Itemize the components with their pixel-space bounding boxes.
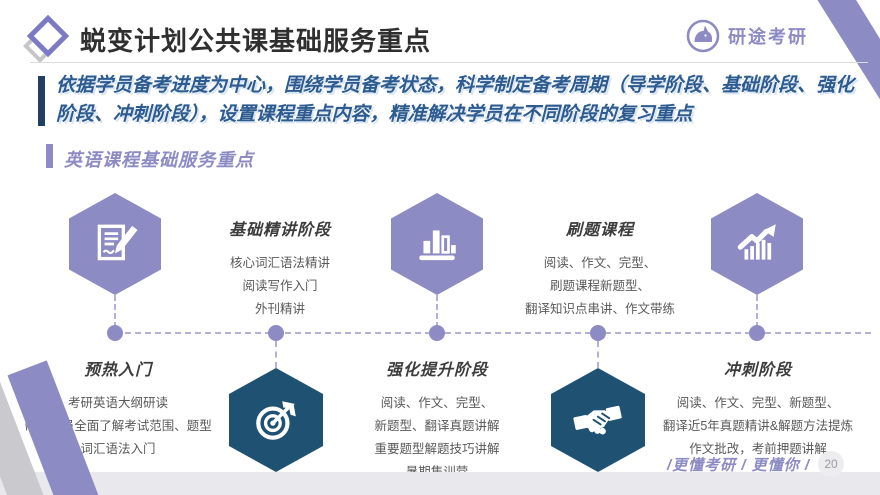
timeline-dot-4 [590, 325, 606, 341]
stage3-title: 强化提升阶段 [385, 362, 488, 379]
stage4-hexagon [551, 368, 645, 472]
stage4-line: 翻译知识点串讲、作文带练 [524, 302, 675, 316]
intro-accent-bar [38, 76, 45, 126]
stage4-title: 刷题课程 [565, 222, 634, 239]
document-pen-icon [97, 224, 138, 261]
stage3-line: 重要题型解题技巧讲解 [374, 442, 500, 456]
brand-name: 研途考研 [728, 27, 808, 47]
stage2-text-block: 基础精讲阶段 核心词汇语法精讲 阅读写作入门 外刊精讲 [180, 216, 380, 321]
stage5-line: 翻译近5年真题精讲&解题方法提炼 [662, 419, 854, 433]
stage3-line: 阅读、作文、完型、 [380, 396, 494, 410]
page-number-badge: 20 [818, 451, 844, 477]
stage5-title: 冲刺阶段 [723, 362, 792, 379]
stage4-line: 阅读、作文、完型、 [543, 256, 657, 270]
stage4-text-block: 刷题课程 阅读、作文、完型、 刷题课程新题型、 翻译知识点串讲、作文带练 [500, 216, 700, 321]
stage3-hexagon [391, 193, 483, 295]
connector-stage2 [275, 341, 277, 368]
unicorn-icon [686, 19, 720, 53]
timeline-dot-3 [429, 325, 445, 341]
stage2-title: 基础精讲阶段 [228, 222, 331, 239]
connector-stage1 [114, 295, 116, 328]
timeline-dot-5 [749, 325, 765, 341]
stage1-title: 预热入门 [83, 362, 152, 379]
trend-up-icon [737, 224, 776, 260]
timeline-dot-2 [268, 325, 284, 341]
stage3-line: 新题型、翻译真题讲解 [374, 419, 500, 433]
stage2-line: 阅读写作入门 [242, 279, 318, 293]
page-title: 蜕变计划公共课基础服务重点 [80, 26, 432, 56]
stage2-line: 核心词汇语法精讲 [229, 256, 330, 270]
stage4-line: 刷题课程新题型、 [549, 279, 650, 293]
section-title: 英语课程基础服务重点 [64, 150, 254, 170]
connector-stage4 [597, 341, 599, 368]
stage1-line: 词汇语法入门 [80, 442, 156, 456]
bar-chart-icon [419, 230, 456, 261]
stage1-line: 考研英语大纲研读 [67, 396, 168, 410]
section-accent-bar [46, 144, 53, 168]
timeline-line [115, 332, 871, 334]
stage1-hexagon [69, 193, 161, 295]
stage5-text-block: 冲刺阶段 阅读、作文、完型、新题型、 翻译近5年真题精讲&解题方法提炼 作文批改… [652, 356, 864, 461]
connector-stage5 [756, 295, 758, 328]
intro-paragraph: 依据学员备考进度为中心，围绕学员备考状态，科学制定备考周期（导学阶段、基础阶段、… [56, 75, 855, 125]
stage3-text-block: 强化提升阶段 阅读、作文、完型、 新题型、翻译真题讲解 重要题型解题技巧讲解 暑… [337, 356, 537, 484]
bottom-bar [0, 472, 880, 495]
footer-tagline: /更懂考研 / 更懂你 / [666, 456, 810, 474]
timeline-dot-1 [107, 325, 123, 341]
connector-stage3 [436, 295, 438, 328]
stage5-line: 作文批改，考前押题讲解 [689, 442, 827, 456]
footer: /更懂考研 / 更懂你 / 20 [667, 451, 844, 477]
title-underline [30, 62, 868, 63]
stage1-text-block: 预热入门 考研英语大纲研读 帮助学员全面了解考试范围、题型 词汇语法入门 [18, 356, 218, 461]
stage2-hexagon [229, 368, 323, 472]
stage2-line: 外刊精讲 [254, 302, 305, 316]
brand-logo: 研途考研 [686, 19, 808, 53]
stage5-line: 阅读、作文、完型、新题型、 [676, 396, 840, 410]
handshake-icon [573, 405, 622, 435]
stage5-hexagon [711, 193, 803, 295]
target-dart-icon [256, 401, 296, 440]
